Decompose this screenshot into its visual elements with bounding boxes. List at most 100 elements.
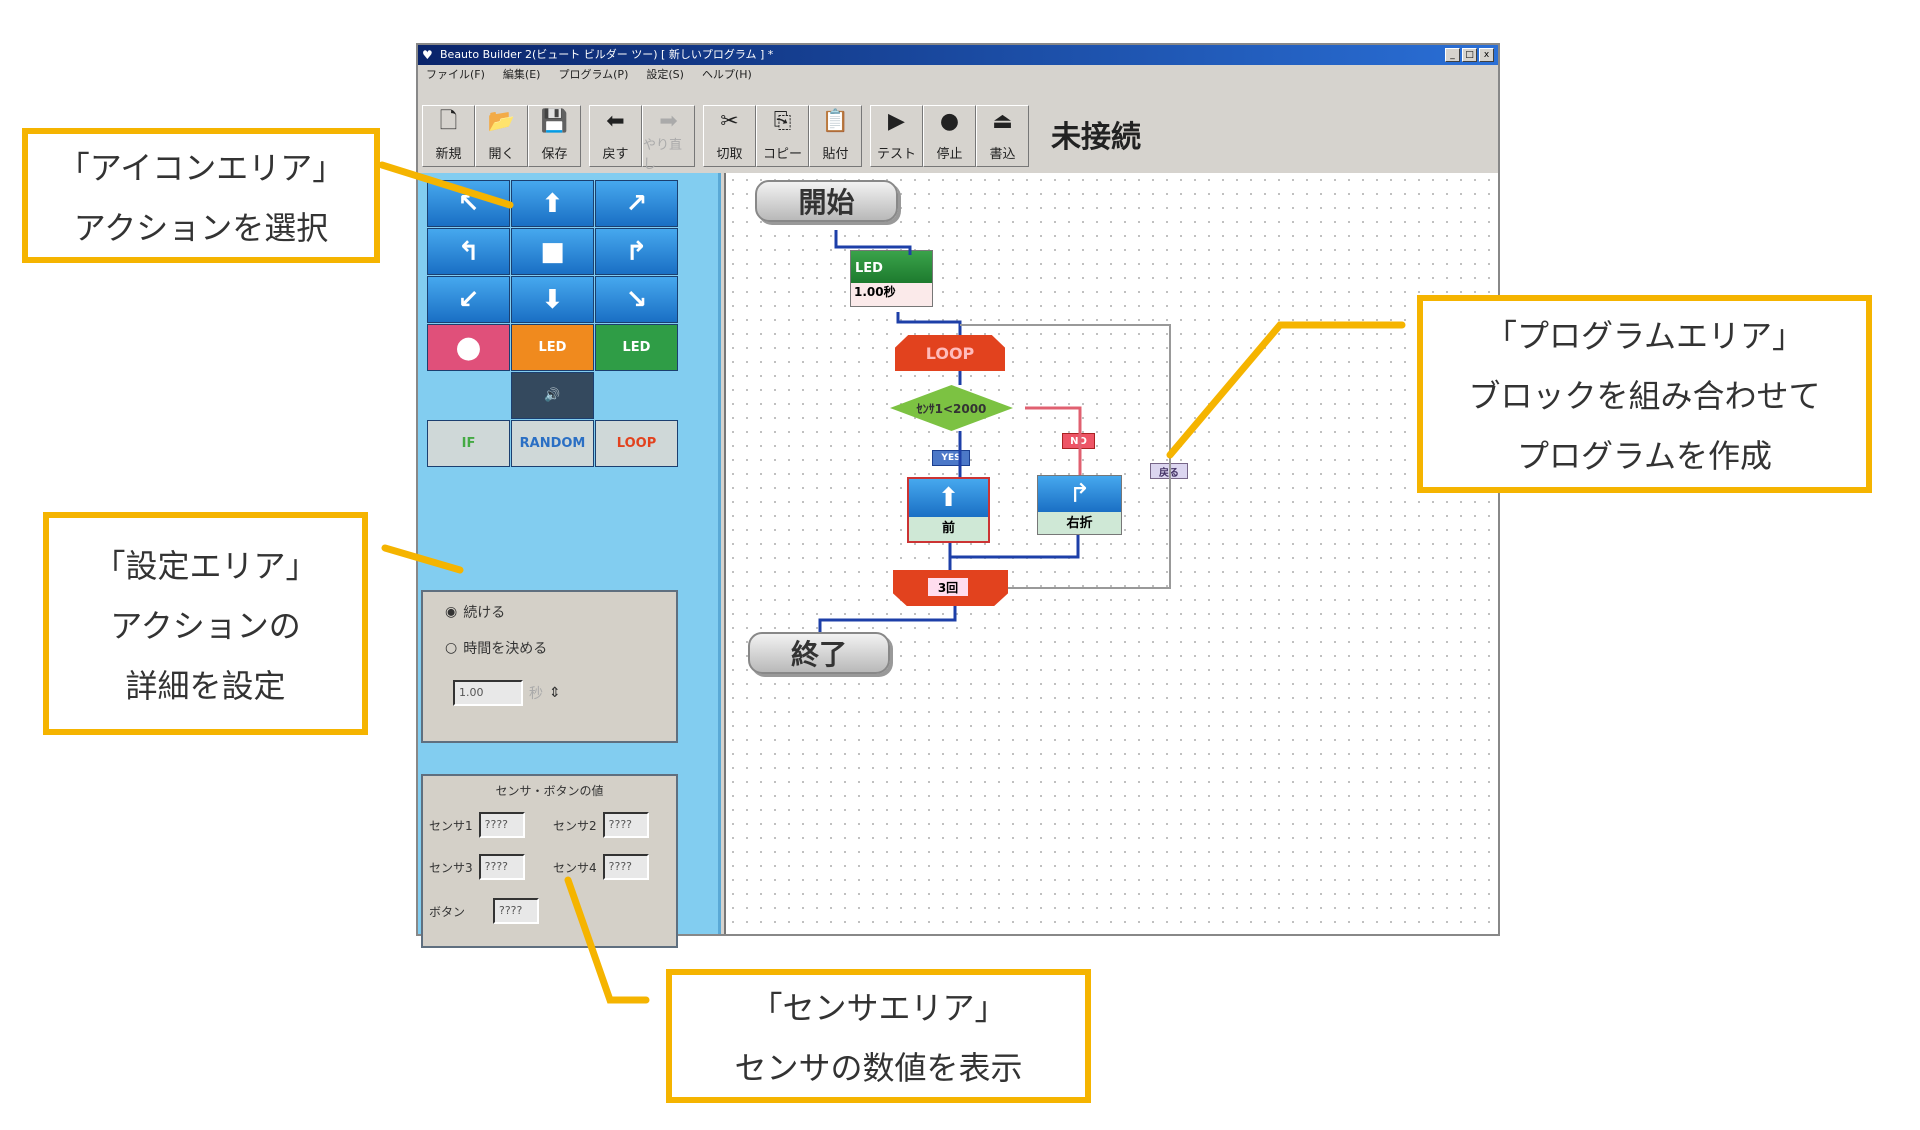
menu-bar: ファイル(F) 編集(E) プログラム(P) 設定(S) ヘルプ(H) [418,65,1498,85]
time-input[interactable]: 1.00 [453,680,523,706]
app-icon: ♥ [422,48,433,62]
sensor2-value: ???? [602,812,649,838]
toolbar-label: 戻す [602,147,629,162]
close-button[interactable]: x [1479,48,1494,62]
light-circle-icon: ● [455,330,482,365]
forward-left-icon[interactable]: ↖ [427,180,510,227]
settings-area: ◉ 続ける ○ 時間を決める 1.00 秒 ⇕ [421,590,678,743]
loop-count[interactable]: 3回 [928,578,968,596]
led-label: LED [851,251,932,283]
toolbar-label: 保存 [541,147,568,162]
loop-start-block[interactable]: LOOP [895,335,1005,371]
new-file-icon: 🗋 [439,109,458,134]
menu-help[interactable]: ヘルプ(H) [701,68,752,81]
maximize-button[interactable]: □ [1462,48,1477,62]
sensor-title: センサ・ボタンの値 [495,784,604,798]
menu-program[interactable]: プログラム(P) [558,68,629,81]
title-bar: ♥ Beauto Builder 2(ビュート ビルダー ツー) [ 新しいプロ… [418,45,1498,65]
callout-text: アクションの [110,606,301,645]
start-block[interactable]: 開始 [755,180,898,222]
program-area[interactable] [724,173,1498,934]
up-arrow-icon: ⬆ [909,479,988,517]
back-label: 戻る [1150,463,1188,479]
callout-title: 「アイコンエリア」 [57,148,345,187]
sound-icon[interactable]: 🔊 [511,372,594,419]
radio-label: 時間を決める [463,641,548,657]
radio-label: 続ける [463,605,506,621]
toolbar-label: コピー [762,147,802,162]
undo-arrow-icon: ⬅ [606,109,625,134]
menu-file[interactable]: ファイル(F) [426,68,485,81]
turn-right-icon[interactable]: ↱ [595,228,678,275]
led-green-icon[interactable]: LED [595,324,678,371]
toolbar-button[interactable]: ⎘ コピー [756,105,809,167]
sensor-area: センサ・ボタンの値 センサ1???? センサ2???? センサ3???? センサ… [421,774,678,948]
button-value: ???? [493,898,539,924]
radio-continue[interactable]: ◉ 続ける [445,602,505,622]
unit-label: 秒 [529,686,543,702]
toolbar-button[interactable]: 💾保存 [528,105,581,167]
led-time: 1.00秒 [851,283,932,306]
turn-right-block[interactable]: ↱ 右折 [1037,475,1122,535]
led-block[interactable]: LED 1.00秒 [850,250,933,307]
light-icon[interactable]: ● [427,324,510,371]
random-icon[interactable]: RANDOM [511,420,594,467]
callout-sensor-area: 「センサエリア」 センサの数値を表示 [666,969,1091,1103]
toolbar-button[interactable]: ➡やり直し [642,105,695,172]
end-block[interactable]: 終了 [748,632,890,674]
callout-program-area: 「プログラムエリア」 ブロックを組み合わせて プログラムを作成 [1417,295,1872,493]
toolbar-button[interactable]: ✂切取 [703,105,756,167]
no-label: NO [1062,433,1095,449]
turn-right-label: 右折 [1038,512,1121,534]
sensor2-label: センサ2 [553,818,597,833]
radio-set-time[interactable]: ○ 時間を決める [445,638,547,658]
if-icon[interactable]: IF [427,420,510,467]
toolbar-label: 切取 [716,147,743,162]
led-orange-icon[interactable]: LED [511,324,594,371]
back-left-icon[interactable]: ↙ [427,276,510,323]
menu-settings[interactable]: 設定(S) [646,68,684,81]
forward-icon[interactable]: ⬆ [511,180,594,227]
toolbar-button[interactable]: ●停止 [923,105,976,167]
toolbar-button[interactable]: 📋貼付 [809,105,862,167]
loop-end-block[interactable]: 3回 [893,570,1008,606]
toolbar-label: 停止 [936,147,963,162]
toolbar-button[interactable]: ⬅ 戻す [589,105,642,167]
callout-text: プログラムを作成 [1516,437,1773,475]
stop-icon[interactable]: ■ [511,228,594,275]
forward-right-icon[interactable]: ↗ [595,180,678,227]
forward-label: 前 [909,517,988,541]
minimize-button[interactable]: _ [1445,48,1460,62]
toolbar-label: やり直し [643,138,683,172]
menu-edit[interactable]: 編集(E) [502,68,541,81]
toolbar-button[interactable]: ▶テスト [870,105,923,167]
forward-block[interactable]: ⬆ 前 [907,477,990,543]
loop-icon[interactable]: LOOP [595,420,678,467]
callout-title: 「センサエリア」 [750,989,1007,1027]
callout-title: 「設定エリア」 [93,546,318,585]
callout-title: 「プログラムエリア」 [1484,317,1805,355]
radio-checked-icon: ◉ [445,604,458,620]
toolbar-button[interactable]: 📂開く [475,105,528,167]
back-right-icon[interactable]: ↘ [595,276,678,323]
toolbar: 🗋新規📂開く💾保存⬅戻す➡やり直し✂切取⎘コピー📋貼付▶テスト●停止⏏書込未接続 [418,87,1498,173]
sensor4-value: ???? [602,854,649,880]
radio-unchecked-icon: ○ [445,640,458,656]
turn-left-icon[interactable]: ↰ [427,228,510,275]
write-icon: ⏏ [992,109,1013,134]
toolbar-button[interactable]: ⏏ 書込 [976,105,1029,167]
sensor4-label: センサ4 [553,860,597,875]
copy-icon: ⎘ [773,109,792,134]
toolbar-label: 書込 [989,147,1016,162]
callout-settings-area: 「設定エリア」 アクションの 詳細を設定 [43,512,368,735]
toolbar-button[interactable]: 🗋新規 [422,105,475,167]
callout-text: 詳細を設定 [125,666,286,705]
toolbar-label: 貼付 [822,147,849,162]
backward-icon[interactable]: ⬇ [511,276,594,323]
time-spinner[interactable]: ⇕ [549,685,561,701]
callout-icon-area: 「アイコンエリア」 アクションを選択 [22,128,380,263]
sensor1-value: ???? [478,812,525,838]
right-turn-icon: ↱ [1038,476,1121,512]
window-title: Beauto Builder 2(ビュート ビルダー ツー) [ 新しいプログラ… [440,48,774,61]
